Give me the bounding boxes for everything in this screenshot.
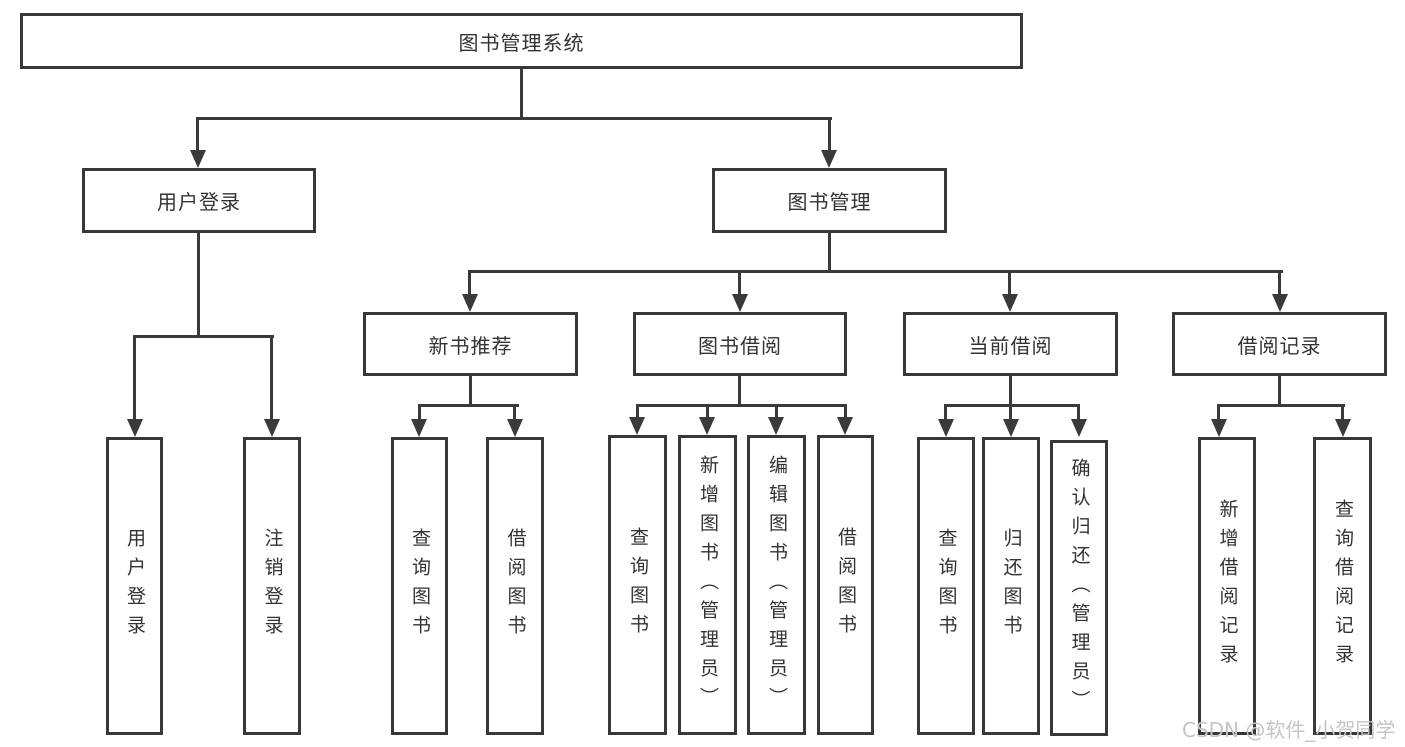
connector-stub bbox=[1217, 404, 1220, 421]
connector-level2-horizontal bbox=[468, 270, 1283, 273]
node-label: 确认归还（管理员） bbox=[1068, 457, 1091, 719]
arrowhead-down-icon bbox=[1071, 419, 1087, 437]
node-book-borrowing: 图书借阅 bbox=[633, 312, 847, 376]
node-label: 当前借阅 bbox=[968, 333, 1053, 358]
arrowhead-down-icon bbox=[1335, 419, 1351, 437]
connector-stub bbox=[944, 404, 947, 421]
node-new-book-recommendation: 新书推荐 bbox=[363, 312, 578, 376]
leaf-logout: 注销登录 bbox=[243, 437, 301, 735]
arrowhead-down-icon bbox=[1002, 294, 1018, 312]
arrowhead-down-icon bbox=[837, 417, 853, 435]
connector-book-mgmt-vertical bbox=[828, 233, 831, 272]
arrowhead-down-icon bbox=[507, 419, 523, 437]
node-label: 新增借阅记录 bbox=[1216, 499, 1239, 673]
connector-stub-logout bbox=[270, 335, 273, 421]
arrowhead-down-icon bbox=[462, 294, 478, 312]
connector-stub-book-management bbox=[828, 117, 831, 152]
connector-user-login-vertical bbox=[197, 233, 200, 337]
connector-stub-user-login bbox=[196, 117, 199, 152]
node-label: 查询图书 bbox=[627, 527, 649, 643]
connector-stub bbox=[636, 404, 639, 419]
node-label: 借阅记录 bbox=[1237, 333, 1322, 358]
node-label: 用户登录 bbox=[124, 528, 146, 644]
connector-book-borrow-horizontal bbox=[636, 404, 847, 407]
node-label: 图书借阅 bbox=[698, 333, 782, 358]
connector-stub bbox=[1009, 404, 1012, 421]
arrowhead-down-icon bbox=[732, 294, 748, 312]
node-label: 注销登录 bbox=[261, 528, 284, 644]
arrowhead-down-icon bbox=[699, 417, 715, 435]
node-label: 查询图书 bbox=[935, 528, 958, 644]
connector-stub bbox=[844, 404, 847, 419]
arrowhead-down-icon bbox=[1272, 294, 1288, 312]
connector-book-borrow-vertical bbox=[738, 376, 741, 406]
node-label: 查询图书 bbox=[409, 528, 431, 644]
connector-stub bbox=[418, 404, 421, 421]
connector-stub bbox=[706, 404, 709, 419]
leaf-user-login: 用户登录 bbox=[106, 437, 163, 735]
leaf-edit-books-admin: 编辑图书（管理员） bbox=[747, 435, 806, 735]
node-label: 新书推荐 bbox=[428, 333, 513, 358]
node-label: 图书管理系统 bbox=[458, 30, 585, 55]
arrowhead-down-icon bbox=[1211, 419, 1227, 437]
arrowhead-down-icon bbox=[411, 419, 427, 437]
leaf-query-books-borrow: 查询图书 bbox=[608, 435, 667, 735]
connector-new-book-vertical bbox=[469, 376, 472, 406]
leaf-return-books: 归还图书 bbox=[982, 437, 1040, 735]
connector-new-book-horizontal bbox=[418, 404, 519, 407]
node-book-management: 图书管理 bbox=[712, 168, 947, 233]
arrowhead-down-icon bbox=[1003, 419, 1019, 437]
arrowhead-down-icon bbox=[768, 417, 784, 435]
leaf-add-books-admin: 新增图书（管理员） bbox=[678, 435, 737, 735]
leaf-query-borrow-record: 查询借阅记录 bbox=[1313, 437, 1372, 735]
connector-stub-borrow-records bbox=[1278, 270, 1281, 296]
node-label: 借阅图书 bbox=[504, 528, 527, 644]
node-label: 归还图书 bbox=[1000, 528, 1023, 644]
node-current-borrowing: 当前借阅 bbox=[903, 312, 1118, 376]
connector-stub-current-borrow bbox=[1008, 270, 1011, 296]
connector-stub-new-book bbox=[468, 270, 471, 296]
node-label: 新增图书（管理员） bbox=[697, 454, 719, 716]
connector-stub bbox=[775, 404, 778, 419]
connector-current-borrow-horizontal bbox=[944, 404, 1080, 407]
leaf-add-borrow-record: 新增借阅记录 bbox=[1198, 437, 1256, 735]
connector-stub-login bbox=[133, 335, 136, 421]
node-label: 用户登录 bbox=[157, 190, 241, 214]
connector-level1-horizontal bbox=[196, 117, 832, 120]
node-library-management-system: 图书管理系统 bbox=[20, 13, 1023, 69]
connector-stub-book-borrow bbox=[738, 270, 741, 296]
arrowhead-down-icon bbox=[938, 419, 954, 437]
arrowhead-down-icon bbox=[127, 419, 143, 437]
csdn-watermark: CSDN @软件_小贺同学 bbox=[1182, 718, 1396, 742]
arrowhead-down-icon bbox=[821, 150, 837, 168]
node-label: 借阅图书 bbox=[835, 527, 857, 643]
leaf-confirm-return-admin: 确认归还（管理员） bbox=[1050, 440, 1108, 736]
arrowhead-down-icon bbox=[190, 150, 206, 168]
leaf-query-books-current: 查询图书 bbox=[917, 437, 975, 735]
node-user-login: 用户登录 bbox=[82, 168, 316, 233]
leaf-borrow-books-recommend: 借阅图书 bbox=[486, 437, 544, 735]
leaf-query-books-recommend: 查询图书 bbox=[391, 437, 448, 735]
arrowhead-down-icon bbox=[629, 417, 645, 435]
node-label: 图书管理 bbox=[787, 190, 872, 214]
connector-root-vertical bbox=[520, 69, 523, 119]
connector-user-login-horizontal bbox=[133, 335, 274, 338]
connector-stub bbox=[513, 404, 516, 421]
arrowhead-down-icon bbox=[264, 419, 280, 437]
connector-borrow-records-vertical bbox=[1278, 376, 1281, 406]
node-borrowing-records: 借阅记录 bbox=[1172, 312, 1387, 376]
node-label: 编辑图书（管理员） bbox=[766, 454, 788, 716]
node-label: 查询借阅记录 bbox=[1332, 499, 1354, 673]
connector-stub bbox=[1341, 404, 1344, 421]
connector-current-borrow-vertical bbox=[1009, 376, 1012, 406]
connector-borrow-records-horizontal bbox=[1217, 404, 1345, 407]
leaf-borrow-books: 借阅图书 bbox=[817, 435, 874, 735]
connector-stub bbox=[1077, 404, 1080, 421]
